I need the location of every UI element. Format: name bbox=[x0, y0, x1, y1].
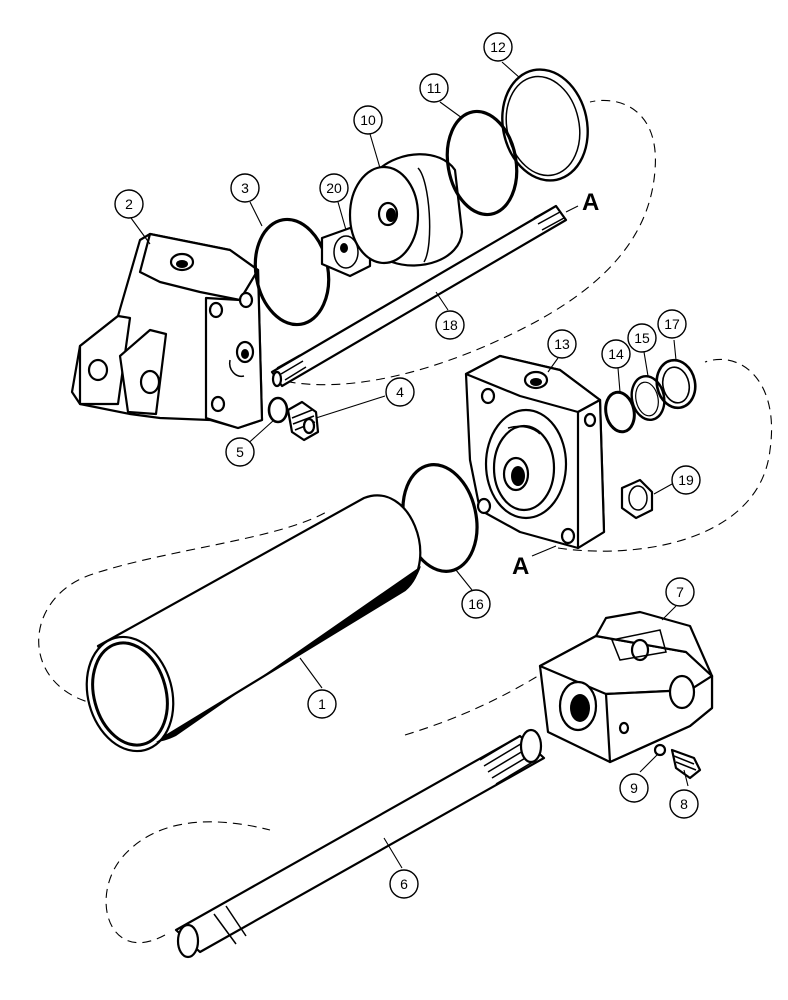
svg-text:11: 11 bbox=[427, 80, 442, 96]
assembly-path-lower-left bbox=[38, 509, 331, 706]
callout-8: 8 bbox=[669, 769, 699, 819]
svg-text:1: 1 bbox=[318, 696, 326, 712]
assembly-path-lower-right bbox=[404, 639, 601, 736]
callout-15: 15 bbox=[627, 323, 657, 377]
svg-text:6: 6 bbox=[400, 876, 408, 892]
seal-part-17 bbox=[655, 358, 697, 410]
o-ring-part-3 bbox=[253, 217, 331, 327]
svg-text:8: 8 bbox=[680, 796, 688, 812]
svg-text:16: 16 bbox=[468, 596, 484, 612]
svg-text:10: 10 bbox=[360, 112, 376, 128]
callout-7: 7 bbox=[661, 577, 695, 621]
rear-cap-part-2 bbox=[70, 232, 264, 430]
assembly-path-rod bbox=[105, 821, 271, 943]
ball-part-9 bbox=[653, 743, 667, 757]
callout-14: 14 bbox=[601, 339, 631, 393]
head-part-13 bbox=[464, 354, 606, 550]
svg-text:20: 20 bbox=[326, 180, 342, 196]
svg-text:3: 3 bbox=[241, 180, 249, 196]
tie-rod-part-18 bbox=[270, 204, 568, 388]
seal-part-14 bbox=[604, 390, 636, 434]
reference-line-a-lower bbox=[531, 545, 557, 557]
assembly-path-middle bbox=[557, 358, 772, 552]
callout-2: 2 bbox=[114, 189, 151, 245]
callout-13: 13 bbox=[547, 329, 577, 373]
reference-mark-a-upper: A bbox=[582, 189, 599, 216]
svg-text:7: 7 bbox=[676, 584, 684, 600]
o-ring-part-5 bbox=[267, 396, 289, 424]
reference-mark-a-lower: A bbox=[512, 553, 529, 580]
callout-20: 20 bbox=[319, 173, 349, 231]
callout-5: 5 bbox=[225, 419, 275, 467]
svg-text:14: 14 bbox=[608, 346, 624, 362]
svg-text:18: 18 bbox=[442, 317, 458, 333]
reference-line-a-upper bbox=[565, 205, 579, 213]
callout-19: 19 bbox=[653, 465, 701, 495]
callout-1: 1 bbox=[299, 657, 337, 719]
svg-text:17: 17 bbox=[664, 316, 680, 332]
svg-text:15: 15 bbox=[634, 330, 650, 346]
svg-text:2: 2 bbox=[125, 196, 133, 212]
assembly-path-upper bbox=[271, 99, 656, 386]
svg-text:19: 19 bbox=[678, 472, 694, 488]
callout-9: 9 bbox=[619, 753, 659, 803]
callout-16: 16 bbox=[455, 569, 491, 619]
callout-17: 17 bbox=[657, 309, 687, 361]
svg-text:12: 12 bbox=[490, 39, 506, 55]
piston-rod-part-6 bbox=[174, 728, 546, 959]
callout-6: 6 bbox=[383, 837, 419, 899]
svg-text:5: 5 bbox=[236, 444, 244, 460]
svg-text:9: 9 bbox=[630, 780, 638, 796]
backup-ring-part-12 bbox=[501, 68, 589, 182]
callout-10: 10 bbox=[353, 105, 383, 169]
callout-3: 3 bbox=[230, 173, 263, 227]
setscrew-part-8 bbox=[670, 748, 702, 780]
callout-4: 4 bbox=[315, 377, 415, 419]
seal-part-15 bbox=[630, 375, 666, 421]
barrel-part-1 bbox=[85, 494, 422, 753]
svg-text:4: 4 bbox=[396, 384, 404, 400]
o-ring-part-11 bbox=[445, 109, 519, 217]
callout-18: 18 bbox=[435, 291, 465, 340]
nut-part-19 bbox=[620, 478, 654, 520]
plug-part-4 bbox=[286, 400, 320, 442]
callout-11: 11 bbox=[419, 73, 463, 119]
piston-part-10 bbox=[348, 153, 464, 267]
svg-text:13: 13 bbox=[554, 336, 570, 352]
rod-clevis-part-7 bbox=[538, 610, 714, 764]
callout-12: 12 bbox=[483, 32, 521, 79]
